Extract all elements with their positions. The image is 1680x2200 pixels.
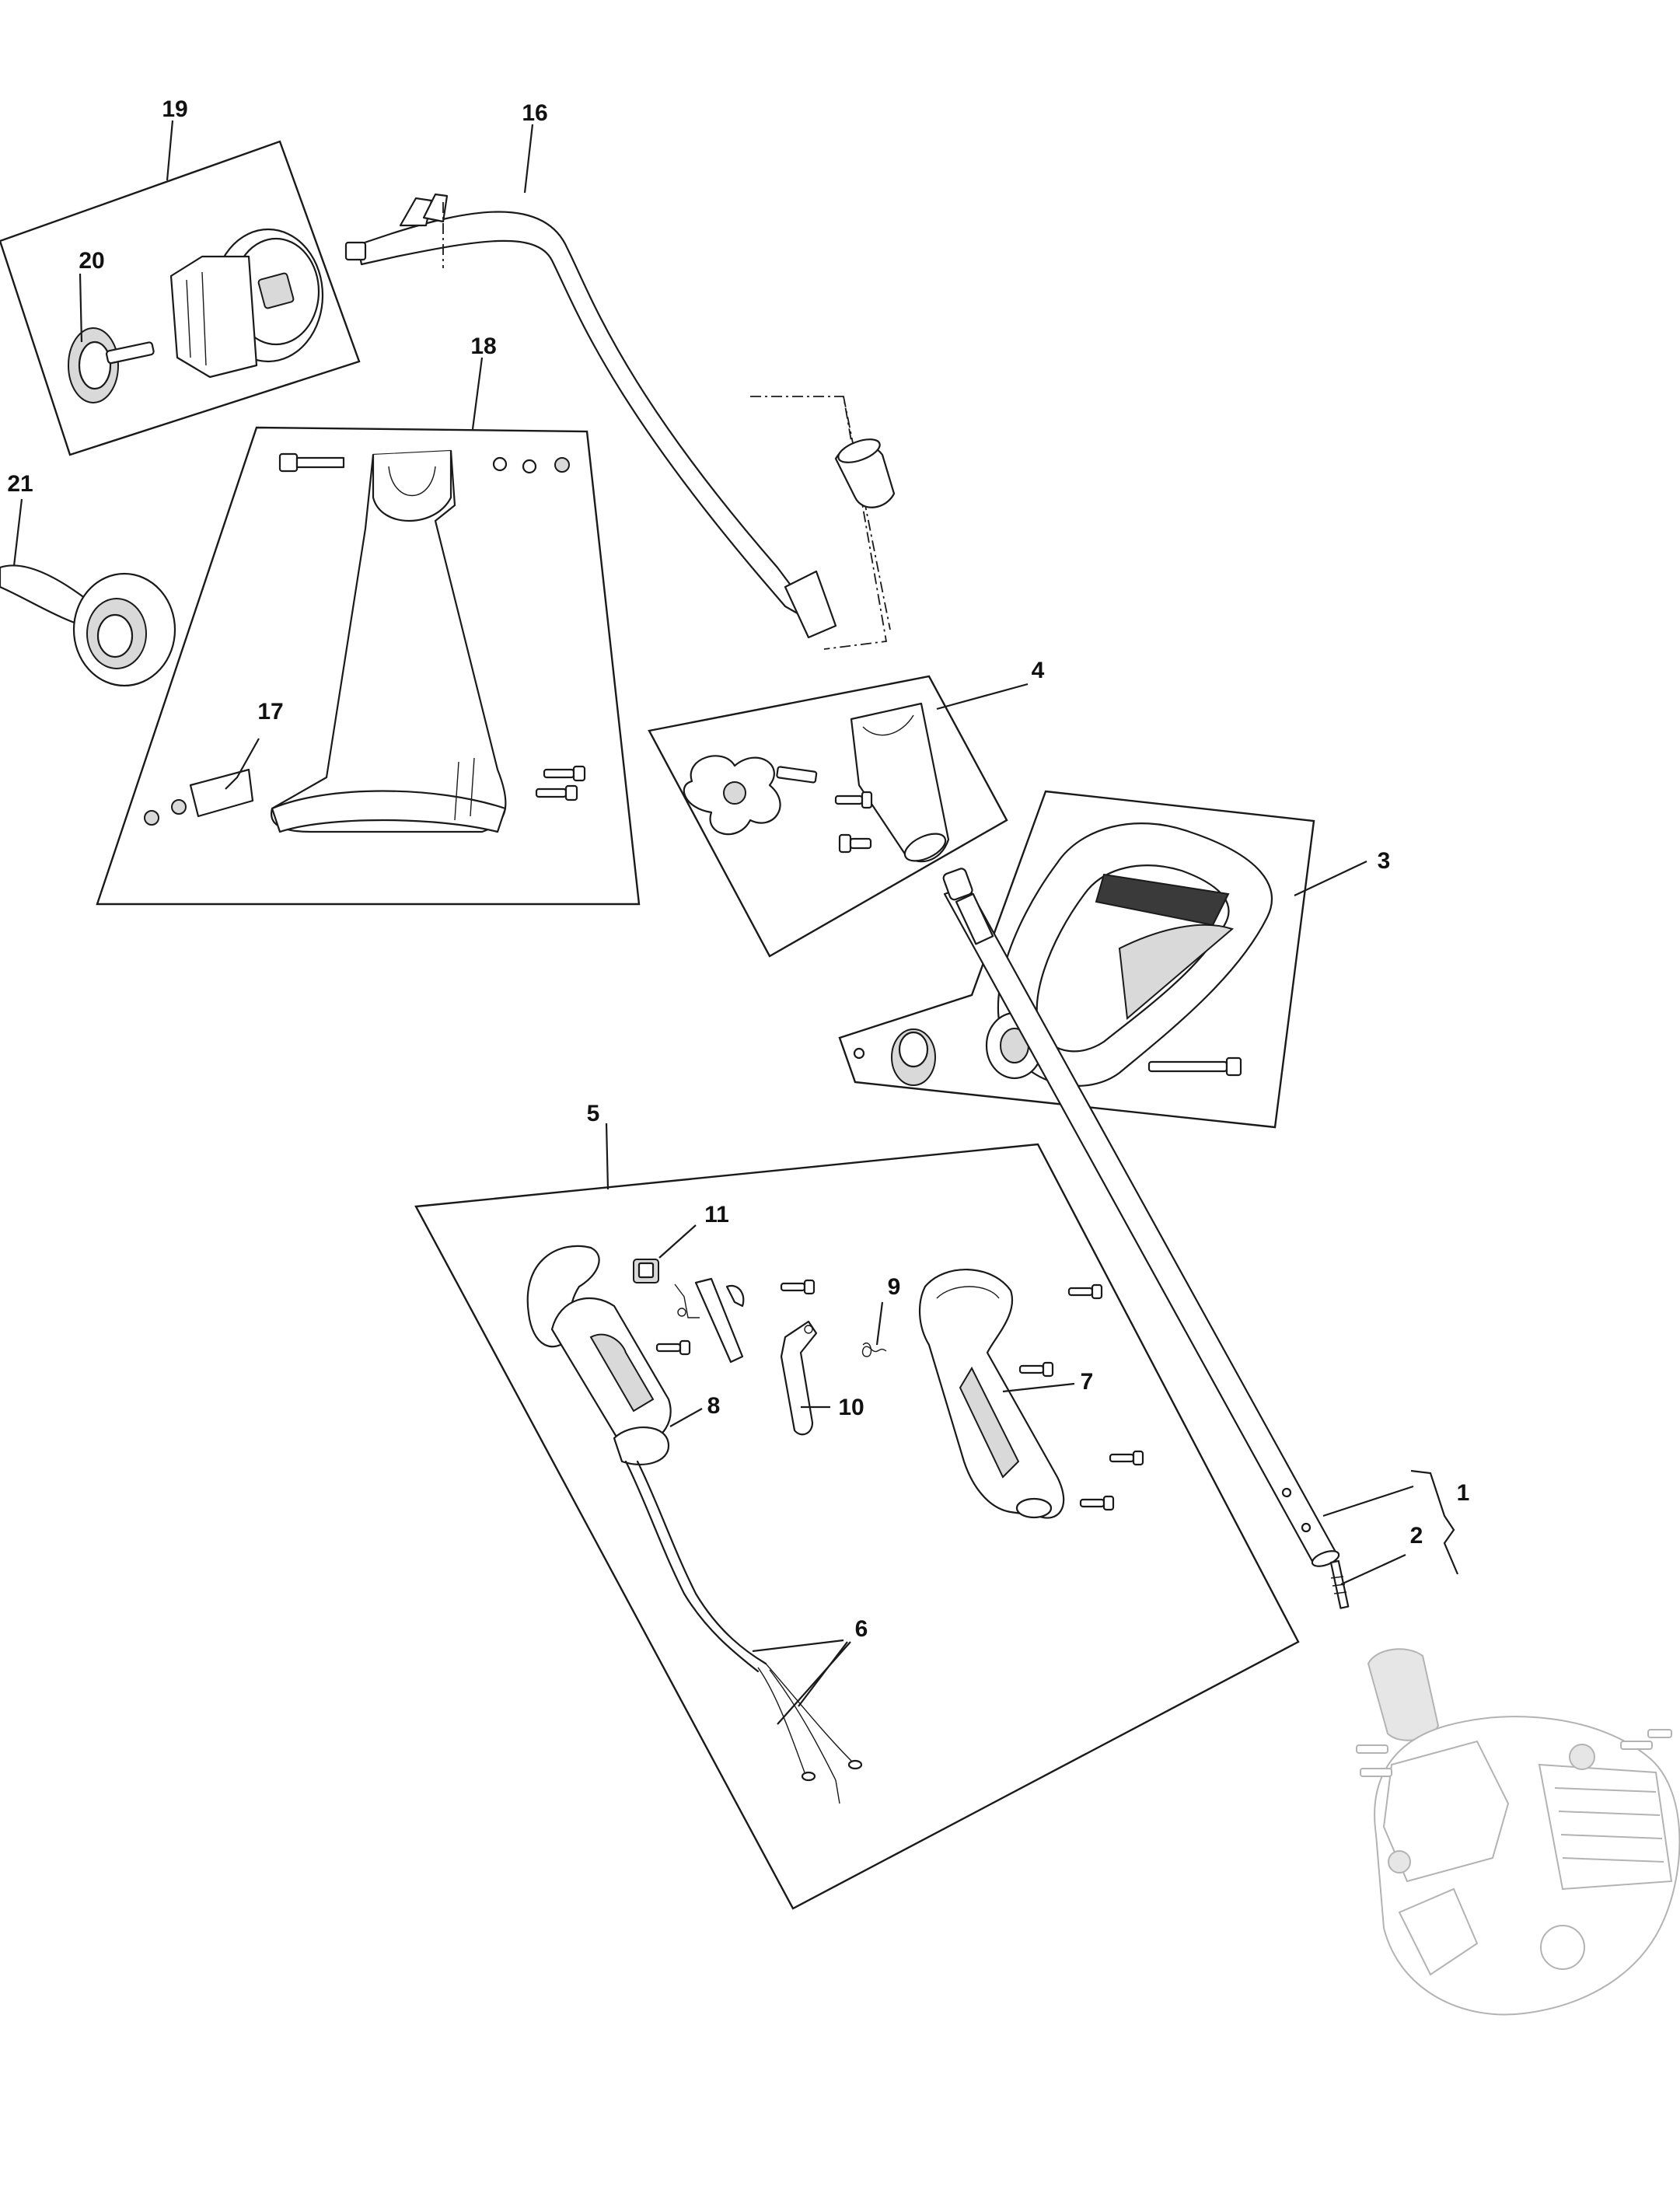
leader-lines [12, 120, 1459, 1725]
callout-20: 20 [79, 248, 104, 274]
clamp-screws [834, 791, 873, 854]
stop-switch [633, 1259, 659, 1283]
throttle-handle-group [414, 1143, 1300, 1910]
callout-6: 6 [855, 1616, 868, 1642]
callout-16: 16 [522, 100, 547, 126]
trimmer-head-group [0, 140, 361, 456]
d-handle-nut [853, 1047, 865, 1060]
wing-knob [683, 755, 818, 836]
assist-handle-group [838, 790, 1315, 1129]
callout-17: 17 [257, 699, 283, 725]
drive-shaft [344, 193, 896, 650]
d-handle [985, 822, 1273, 1087]
trigger-spring [861, 1343, 887, 1357]
callout-18: 18 [470, 333, 496, 359]
handle-clamp-group [648, 675, 1008, 958]
callout-9: 9 [888, 1274, 901, 1300]
handle-screws [655, 1279, 1144, 1511]
callout-3: 3 [1378, 848, 1391, 874]
bump-knob [68, 327, 155, 403]
guard-bolt [278, 452, 345, 473]
d-handle-bolt [1147, 1056, 1242, 1077]
guard-bracket [144, 768, 254, 826]
guard-nut [554, 457, 570, 473]
throttle-trigger [780, 1320, 818, 1436]
edger-guard-part [0, 564, 176, 687]
guard-washer-1 [492, 456, 508, 472]
callout-7: 7 [1081, 1369, 1094, 1395]
trimmer-head-housing [169, 228, 324, 379]
engine-reference-ghost [1356, 1648, 1680, 2016]
d-handle-knob [891, 1028, 936, 1086]
handle-housing [919, 1269, 1065, 1519]
throttle-handle-frame [414, 1143, 1300, 1910]
guard-screws [535, 765, 586, 801]
guard-body [270, 449, 507, 833]
callout-1: 1 [1457, 1480, 1470, 1506]
handle-clamp-frame [648, 675, 1008, 958]
callout-10: 10 [838, 1395, 864, 1420]
callout-numbers: 19 20 16 18 21 17 4 3 5 11 9 10 7 8 6 1 … [7, 96, 1469, 1642]
callout-5: 5 [587, 1101, 600, 1126]
rear-grip [526, 1245, 672, 1465]
callout-21: 21 [7, 471, 33, 497]
callout-8: 8 [707, 1393, 721, 1419]
callout-11: 11 [704, 1202, 729, 1227]
wire-harness [624, 1460, 863, 1804]
main-shaft-tube [942, 868, 1350, 1609]
guard-group [96, 426, 641, 906]
callout-2: 2 [1410, 1523, 1423, 1549]
callout-4: 4 [1032, 658, 1045, 683]
throttle-linkage [674, 1277, 745, 1364]
shaft-sleeve [834, 438, 896, 508]
clamp-block [850, 702, 950, 863]
guard-washer-2 [522, 459, 537, 474]
callout-19: 19 [162, 96, 187, 122]
